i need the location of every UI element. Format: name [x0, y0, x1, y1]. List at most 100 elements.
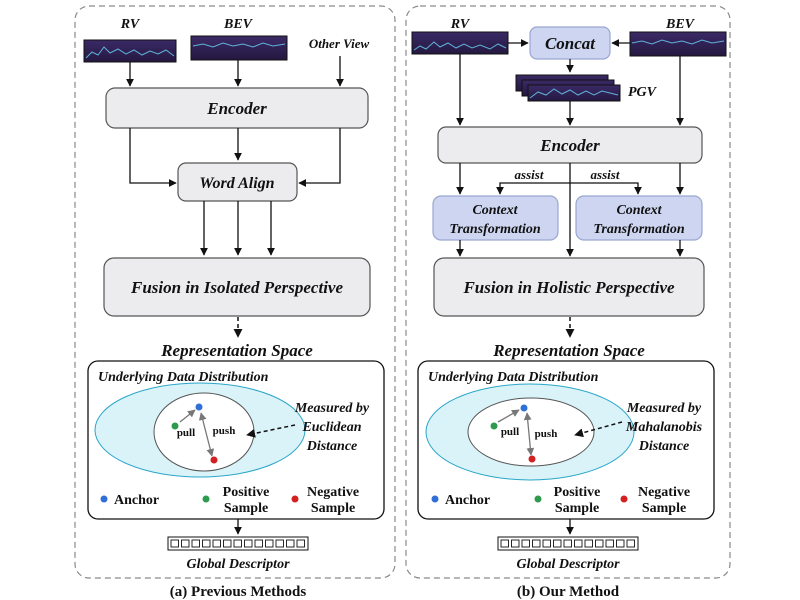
descriptor-cell: [286, 539, 295, 548]
distribution-label: Underlying Data Distribution: [428, 370, 599, 385]
descriptor-cell: [584, 539, 593, 548]
encoder-label: Encoder: [206, 99, 267, 118]
fusion-isolated-box: [103, 257, 371, 317]
anchor-legend-dot: [100, 495, 108, 503]
descriptor-cell: [265, 539, 274, 548]
context-transformation-box-left: [432, 195, 559, 241]
descriptor-cell: [532, 539, 541, 548]
context-line-1: Context: [472, 203, 518, 218]
caption-our-method: (b) Our Method: [517, 584, 620, 600]
descriptor-cell: [521, 539, 530, 548]
bev-view-image: [190, 35, 288, 61]
negative-legend-line-1: Negative: [307, 485, 359, 500]
descriptor-cell: [233, 539, 242, 548]
positive-legend-line-2: Sample: [224, 501, 268, 516]
descriptor-cell: [595, 539, 604, 548]
fusion-isolated-label: Fusion in Isolated Perspective: [130, 278, 343, 297]
fusion-holistic-label: Fusion in Holistic Perspective: [462, 278, 675, 297]
negative-legend-dot: [291, 495, 299, 503]
bev-view-image: [629, 31, 727, 57]
negative-sample-point: [210, 456, 218, 464]
rv-view-image: [411, 31, 509, 55]
bev-label: BEV: [665, 17, 696, 32]
anchor-legend-dot: [431, 495, 439, 503]
pgv-label: PGV: [628, 85, 658, 100]
descriptor-cell: [191, 539, 200, 548]
descriptor-cell: [181, 539, 190, 548]
positive-legend-dot: [534, 495, 542, 503]
context-line-1: Context: [616, 203, 662, 218]
anchor-legend-label: Anchor: [445, 493, 490, 508]
negative-legend-line-2: Sample: [311, 501, 355, 516]
global-descriptor-label: Global Descriptor: [186, 557, 290, 572]
negative-legend-line-2: Sample: [642, 501, 686, 516]
rv-view-image: [83, 39, 177, 63]
descriptor-cell: [275, 539, 284, 548]
descriptor-cell: [244, 539, 253, 548]
context-transformation-box-right: [575, 195, 703, 241]
push-label: push: [213, 425, 236, 437]
measured-line-2: Mahalanobis: [625, 420, 703, 435]
descriptor-cell: [626, 539, 635, 548]
pull-label: pull: [501, 426, 519, 438]
descriptor-cell: [202, 539, 211, 548]
descriptor-cell: [296, 539, 305, 548]
inner-distribution-ellipse: [153, 392, 255, 472]
pull-label: pull: [177, 427, 195, 439]
caption-previous-methods: (a) Previous Methods: [170, 584, 307, 600]
descriptor-cell: [542, 539, 551, 548]
rv-label: RV: [120, 17, 141, 32]
measured-line-3: Distance: [306, 439, 358, 454]
descriptor-cell: [605, 539, 614, 548]
anchor-point: [195, 403, 203, 411]
descriptor-cell: [500, 539, 509, 548]
measured-line-2: Euclidean: [301, 420, 361, 435]
global-descriptor-label: Global Descriptor: [516, 557, 620, 572]
descriptor-cell: [254, 539, 263, 548]
left-dashed-frame: [74, 5, 396, 579]
positive-legend-line-1: Positive: [223, 485, 270, 500]
representation-space-label: Representation Space: [160, 341, 313, 360]
assist-label-left: assist: [515, 167, 544, 182]
negative-legend-dot: [620, 495, 628, 503]
positive-legend-line-1: Positive: [554, 485, 601, 500]
anchor-point: [520, 404, 528, 412]
push-label: push: [535, 428, 558, 440]
descriptor-cell: [574, 539, 583, 548]
descriptor-cell: [616, 539, 625, 548]
global-descriptor-vector: [497, 536, 639, 551]
panel-previous-methods: RV BEV Other View Encoder Word Align Fus…: [74, 5, 396, 600]
bev-label: BEV: [223, 17, 254, 32]
concat-label: Concat: [545, 34, 596, 53]
other-view-label: Other View: [309, 36, 370, 51]
positive-sample-point: [171, 422, 179, 430]
measured-line-1: Measured by: [626, 401, 702, 416]
panel-our-method: RV BEV Concat PGV Encoder: [405, 5, 731, 600]
negative-legend-line-1: Negative: [638, 485, 690, 500]
negative-sample-point: [528, 455, 536, 463]
positive-legend-dot: [202, 495, 210, 503]
representation-space-label: Representation Space: [492, 341, 645, 360]
descriptor-cell: [511, 539, 520, 548]
word-align-label: Word Align: [199, 175, 274, 192]
right-dashed-frame: [405, 5, 731, 579]
anchor-legend-label: Anchor: [114, 493, 159, 508]
measured-line-1: Measured by: [294, 401, 370, 416]
pgv-stacked-images: [515, 74, 621, 102]
encoder-label: Encoder: [539, 136, 600, 155]
encoder-box: [105, 87, 369, 129]
descriptor-cell: [563, 539, 572, 548]
measured-line-3: Distance: [638, 439, 690, 454]
descriptor-cell: [170, 539, 179, 548]
assist-label-right: assist: [591, 167, 620, 182]
descriptor-cell: [553, 539, 562, 548]
descriptor-cell: [212, 539, 221, 548]
descriptor-cell: [223, 539, 232, 548]
global-descriptor-vector: [167, 536, 309, 551]
context-line-2: Transformation: [593, 222, 684, 237]
positive-legend-line-2: Sample: [555, 501, 599, 516]
context-line-2: Transformation: [449, 222, 540, 237]
fusion-holistic-box: [433, 257, 705, 317]
rv-label: RV: [450, 17, 471, 32]
